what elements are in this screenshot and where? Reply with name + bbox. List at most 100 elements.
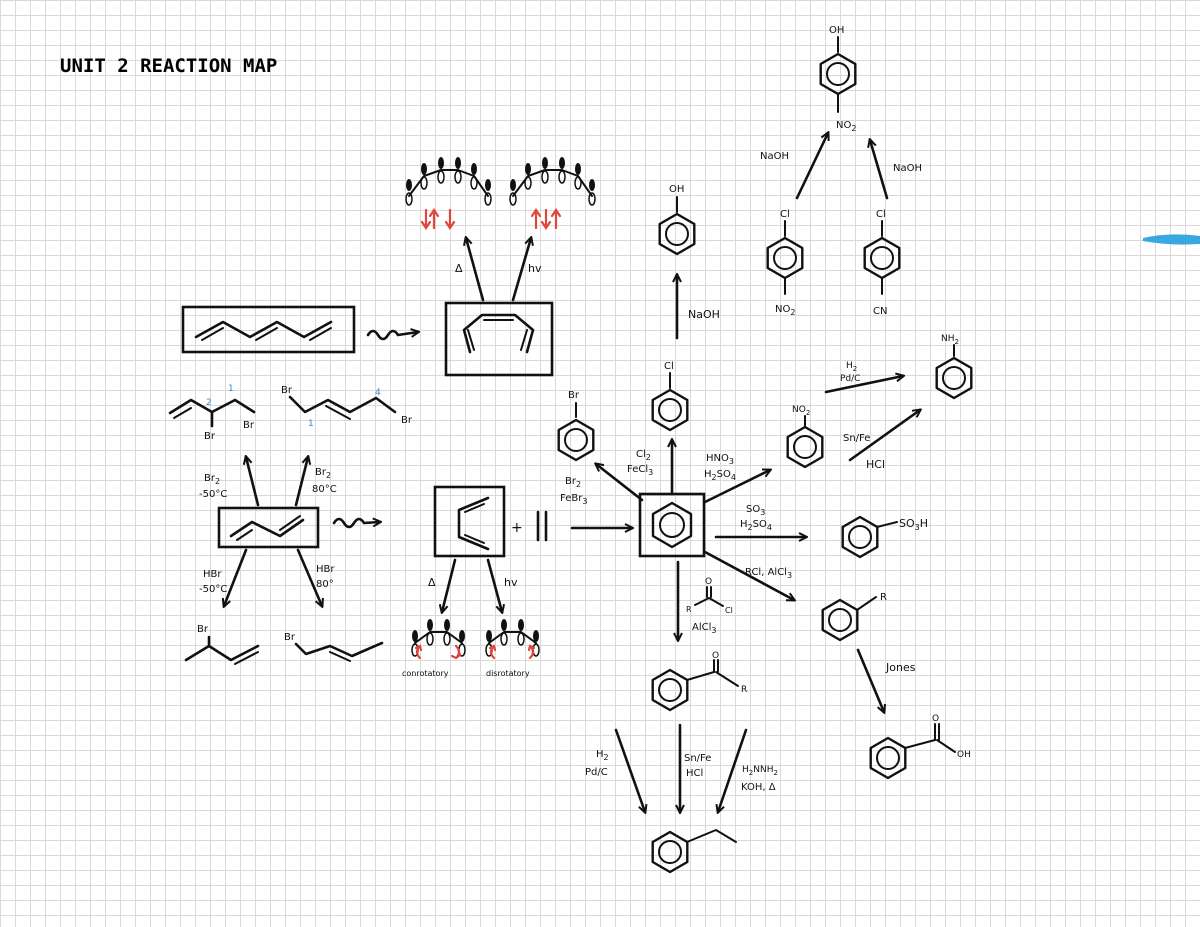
naoh-label-right: NaOH [893,163,922,174]
so3-label: SO3 [746,504,765,517]
cn-label: CN [873,306,887,317]
br2-label: Br2 [565,476,581,489]
fecl3-label: FeCl3 [627,464,653,477]
hbr-12-product: Br [184,624,260,665]
central-benzene [651,501,693,549]
hv-bot-label: hv [504,576,518,589]
naoh-arrow-right [870,140,889,200]
nh2-label: NH2 [941,334,959,346]
br-14-b: Br [401,415,413,426]
thermal-arrow-bottom [442,558,457,612]
num-4b: 4 [375,388,381,398]
br-prod1: Br [197,624,209,635]
bromo-br-label: Br [568,390,580,401]
wk-label: H2NNH2 [742,765,778,777]
acyl-chloride-reagent: O R Cl AlCl3 [686,577,733,635]
triene-box [444,301,554,377]
bromination-arrow [596,464,644,502]
naoh-phenol-label: NaOH [688,308,720,321]
num-2a: 2 [206,398,212,408]
pdc-label: Pd/C [840,374,860,384]
num-1a: 1 [228,384,234,394]
butadiene-box [217,506,320,549]
snfe-arrow [848,410,920,462]
photo-arrow-bottom [486,558,502,612]
no2-sub-label: NO2 [775,304,795,317]
hbr-high-arrow [296,548,322,606]
chloro-cl-label: Cl [664,361,674,372]
h2so4-label-b: H2SO4 [740,519,772,532]
acyl-r-label: R [686,605,692,614]
nitrobenzene: NO2 [786,405,824,469]
alcl3-label: AlCl3 [692,622,716,635]
butadiene-da-arrow [332,519,380,529]
temp-low2-label: -50°C [199,584,227,595]
benzoic-acid: O OH [869,714,971,780]
br2-high-arrow [294,457,308,507]
temp-high2-label: 80° [316,579,334,590]
num-1b: 1 [308,419,314,429]
r-group-label: R [880,592,887,603]
hbr-high-label: HBr [316,564,335,575]
cl-label-right: Cl [876,209,886,220]
hexatriene [194,320,333,339]
ketone-o-label: O [712,651,719,661]
cl2-label: Cl2 [636,449,651,462]
koh-label: KOH, Δ [741,782,776,793]
bromobenzene: Br [557,390,595,462]
h2-label: H2 [846,361,857,373]
benzenesulfonic-acid: SO3H [841,515,928,559]
diene-box [433,485,506,558]
cl-label: Cl [780,209,790,220]
chloronitrobenzene: Cl NO2 [766,209,804,317]
nitro-no2-label: NO2 [792,405,810,417]
plus-sign: + [511,520,523,536]
acyl-o-label: O [705,577,712,587]
hcl-label-b: HCl [686,768,703,779]
hexatriene-box [181,305,356,354]
photo-arrow-top [511,238,531,302]
br-14-a: Br [281,385,293,396]
temp-low-label: -50°C [199,489,227,500]
phenol: OH [658,184,696,256]
alkylbenzene: R [821,592,887,642]
pdc-reduction-arrow [614,728,645,812]
h2so4-label-a: H2SO4 [704,469,736,482]
naoh-arrow-left [795,133,828,200]
ethylbenzene [651,829,737,874]
delta-top-label: Δ [455,262,463,275]
benzene-box [638,492,706,558]
acyl-cl-label: Cl [725,606,733,615]
br2-low-arrow [246,457,260,507]
nitration-arrow [703,470,770,504]
br-12-b: Br [243,420,255,431]
br2-low-label: Br2 [204,473,220,486]
dibromide-14: Br Br 1 4 [281,385,413,429]
dibromide-12: Br Br 2 1 [168,384,256,442]
delta-bot-label: Δ [428,576,436,589]
hbr-low-arrow [224,548,248,606]
jones-label: Jones [885,661,916,674]
phenol-nitro-product: OH NO2 [819,25,857,133]
snfe-label-b: Sn/Fe [684,753,711,764]
chlorobenzene: Cl [651,361,689,432]
h2-label-b: H2 [596,749,609,762]
so3h-label: SO3H [899,517,928,532]
phenol-oh-label: OH [669,184,684,195]
disrotatory-label: disrotatory [486,669,530,678]
febr3-label: FeBr3 [560,493,587,506]
highlighter-mark [1143,234,1200,245]
benzoic-oh-label: OH [957,750,971,760]
rcl-alcl3-label: RCl, AlCl3 [745,567,792,580]
mo-diagram-photochemical [509,156,596,230]
cis-hexatriene [462,313,535,354]
chlorobenzonitrile: Cl CN [863,209,901,317]
wolff-kishner-arrow [718,728,748,812]
jones-arrow [856,648,884,712]
aryl-ketone: O R [651,651,747,712]
br-prod2: Br [284,632,296,643]
hexatriene-cyclize-arrow [366,331,418,341]
benzoic-o-label: O [932,714,939,724]
temp-high-label: 80°C [312,484,337,495]
